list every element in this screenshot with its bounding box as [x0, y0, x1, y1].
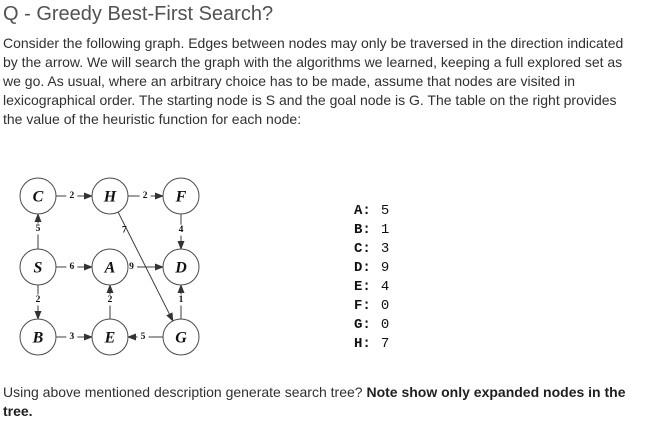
graph-node-label-A: A [104, 260, 116, 277]
graph-node-label-D: D [174, 260, 187, 277]
graph-node-E [91, 318, 129, 356]
heuristic-node-label: A: [354, 203, 371, 219]
edge-weight-F-D: 4 [179, 225, 184, 235]
edge-weight-S-B: 2 [36, 295, 41, 305]
graph-node-A [91, 248, 129, 286]
graph-node-label-G: G [175, 330, 187, 347]
page-title: Q - Greedy Best-First Search? [3, 3, 274, 25]
heuristic-node-label: E: [354, 279, 371, 295]
heuristic-node-label: H: [354, 336, 371, 352]
task-note: Note show only expanded nodes in the tre… [3, 384, 626, 419]
heuristic-node-label: B: [354, 222, 371, 238]
edge-weight-H-G: 7 [122, 226, 127, 236]
graph-node-B [19, 318, 57, 356]
graph-node-F [162, 177, 200, 215]
heuristic-value: 9 [380, 260, 390, 276]
graph-node-C [19, 177, 57, 215]
graph-node-label-F: F [175, 189, 187, 206]
heuristic-value: 3 [380, 241, 390, 257]
task-paragraph: Using above mentioned description genera… [3, 383, 635, 421]
edge-weight-G-D: 1 [179, 295, 184, 305]
graph-diagram: 2 2 5 4 7 6 9 2 2 1 3 5 C H F S A D B E G [19, 177, 200, 356]
graph-node-label-E: E [104, 330, 116, 347]
heuristic-row-H: H: 7 [354, 336, 389, 355]
heuristic-row-G: G: 0 [354, 317, 389, 336]
edge-weight-B-E: 3 [69, 332, 74, 342]
edge-weight-H-F: 2 [143, 191, 148, 201]
heuristic-value: 7 [380, 336, 390, 352]
edge-weight-A-D: 9 [129, 262, 134, 272]
graph-node-D [162, 248, 200, 286]
heuristic-value: 4 [380, 279, 390, 295]
heuristic-node-label: C: [354, 241, 371, 257]
graph-node-H [91, 177, 129, 215]
heuristic-node-label: F: [354, 298, 371, 314]
edge-weight-G-E: 5 [141, 332, 146, 342]
heuristic-value: 1 [380, 222, 390, 238]
edge-weight-S-A: 6 [69, 262, 74, 272]
graph-node-label-H: H [103, 189, 117, 206]
graph-node-label-B: B [32, 330, 44, 347]
heuristic-node-label: D: [354, 260, 371, 276]
edge-weight-E-A: 2 [108, 295, 113, 305]
task-text: Using above mentioned description genera… [3, 384, 367, 400]
heuristic-value: 5 [380, 203, 390, 219]
heuristic-value: 0 [380, 298, 390, 314]
heuristic-row-D: D: 9 [354, 260, 389, 279]
heuristic-row-B: B: 1 [354, 222, 389, 241]
intro-paragraph: Consider the following graph. Edges betw… [3, 35, 624, 127]
heuristic-value: 0 [380, 317, 390, 333]
edge-weight-C-H: 2 [69, 191, 74, 201]
graph-node-label-S: S [34, 260, 43, 277]
heuristic-row-E: E: 4 [354, 279, 389, 298]
graph-node-S [19, 248, 57, 286]
heuristic-row-C: C: 3 [354, 241, 389, 260]
graph-node-G [162, 318, 200, 356]
edge-weight-S-C: 5 [36, 224, 41, 234]
heuristic-row-A: A: 5 [354, 203, 389, 222]
graph-node-label-C: C [33, 189, 44, 206]
heuristic-node-label: G: [354, 317, 371, 333]
heuristic-row-F: F: 0 [354, 298, 389, 317]
